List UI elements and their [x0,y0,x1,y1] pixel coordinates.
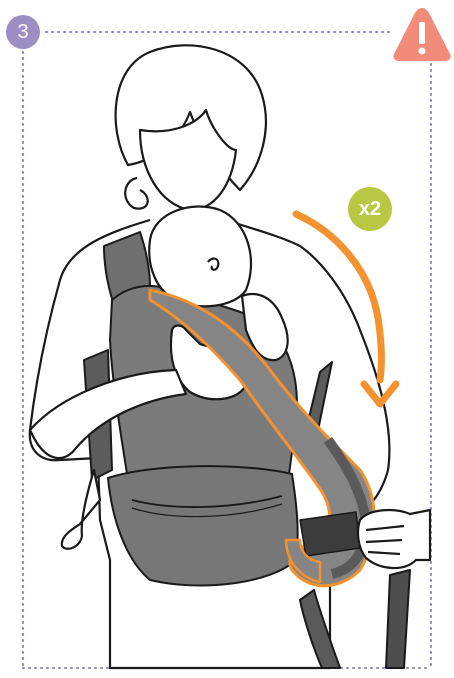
pulling-hand [358,510,430,568]
repeat-count-badge: x2 [348,187,392,231]
step-number-badge: 3 [6,15,40,49]
step-number: 3 [17,22,28,42]
repeat-count: x2 [359,199,381,219]
warning-triangle-icon [392,6,452,62]
